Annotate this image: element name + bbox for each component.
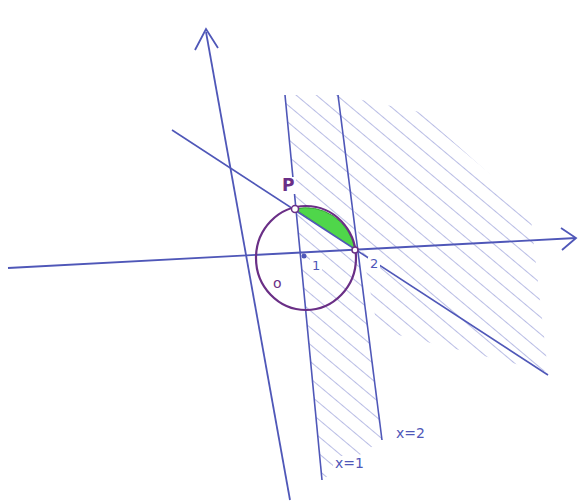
- circle: [256, 206, 356, 310]
- tick-label: 2: [368, 257, 380, 270]
- origin-label: o: [271, 276, 284, 290]
- line-label: x=1: [333, 456, 366, 470]
- x-axis: [8, 238, 576, 268]
- tick-label: 1: [310, 259, 322, 272]
- point-q: [352, 247, 358, 253]
- line-x1: [285, 95, 322, 480]
- hatched-region: [338, 95, 548, 372]
- line-label: x=2: [394, 426, 427, 440]
- line-x2: [338, 95, 382, 440]
- secant-line: [172, 130, 548, 375]
- point-p: [292, 206, 299, 213]
- point-label: P: [280, 177, 296, 194]
- y-axis: [206, 32, 290, 500]
- axis-arrowhead: [195, 29, 218, 50]
- center-dot: [302, 254, 307, 259]
- axis-arrowhead: [561, 228, 576, 250]
